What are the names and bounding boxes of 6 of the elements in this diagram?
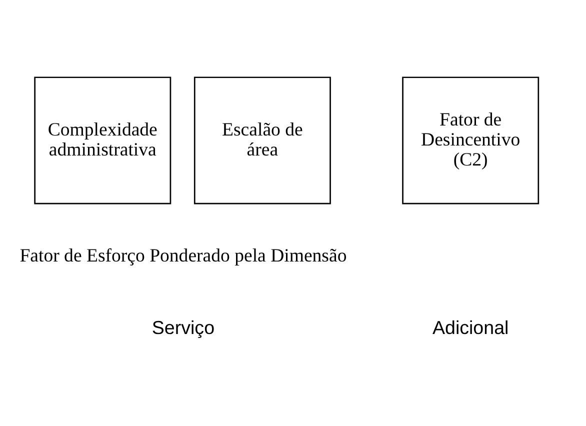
label: Serviço	[152, 317, 215, 338]
label: Fator de Esforço Ponderado pela Dimensão	[20, 246, 347, 267]
node-box: Complexidade administrativa	[34, 76, 172, 204]
label: Adicional	[432, 317, 509, 338]
node-box: Escalão de área	[194, 76, 331, 204]
node-box: Fator de Desincentivo (C2)	[402, 76, 540, 204]
